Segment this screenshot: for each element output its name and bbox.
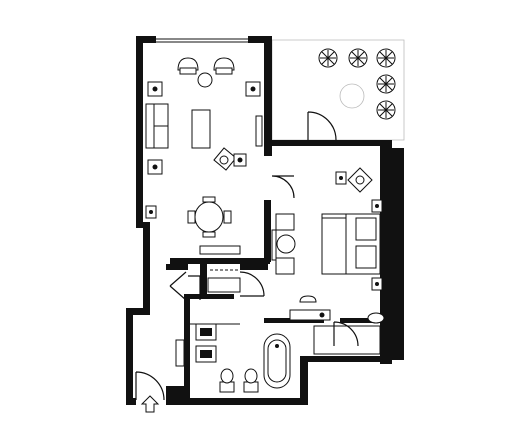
dining-table [187,196,232,238]
towel-rail [175,339,185,367]
side-table [197,72,213,88]
sofa-icon [145,103,169,149]
chairs-pair [271,213,296,275]
plant-icon [348,48,368,68]
lamp-icon [145,205,157,219]
lamp-icon [147,159,163,175]
lamp-icon [147,81,163,97]
closet [313,312,385,355]
plant-icon [318,48,338,68]
shower [207,277,241,293]
sink-icon [195,323,217,341]
tv-console [255,115,263,147]
door-bath [239,271,265,297]
walls [126,36,404,405]
living-window [156,38,248,43]
armchair-icon [213,147,237,171]
bed-icon [321,213,381,275]
lamp-icon [335,171,347,185]
sideboard [199,245,241,255]
entry-arrow-icon [140,395,160,413]
sink-icon [195,345,217,363]
desk [289,295,331,321]
plants [318,48,396,120]
toilet-icon [219,368,235,393]
terrace-table [339,83,365,109]
lamp-icon [371,199,383,213]
plant-icon [376,48,396,68]
bathroom [175,269,291,393]
bidet-icon [243,368,259,393]
plant-icon [376,100,396,120]
armchair-icon [347,167,373,193]
bedroom [271,167,385,355]
lamp-icon [233,153,247,167]
coffee-table [191,109,211,149]
lamp-icon [245,81,261,97]
armchair-icon [177,57,199,75]
wardrobe-doors [169,271,187,301]
plant-icon [376,74,396,94]
doors [135,175,359,401]
lamp-icon [371,277,383,291]
door-entrance [135,371,165,401]
door-living-bedroom [271,175,295,199]
living-room [145,57,263,255]
bathtub-icon [263,333,291,389]
armchair-icon [213,57,235,75]
